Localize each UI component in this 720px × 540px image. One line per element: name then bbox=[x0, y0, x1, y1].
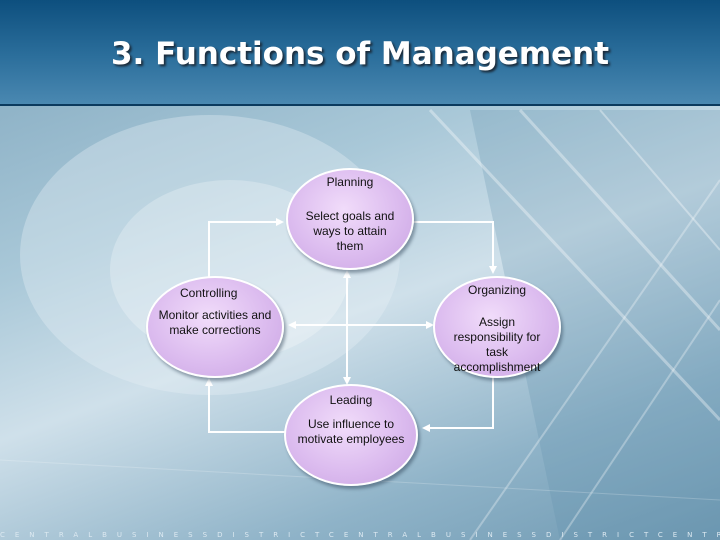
organizing-title: Organizing bbox=[467, 283, 527, 297]
organizing-description: Assign responsibility for task accomplis… bbox=[453, 315, 541, 374]
title-bar: 3. Functions of Management bbox=[0, 0, 720, 106]
controlling-node: Controlling Monitor activities and make … bbox=[146, 276, 284, 378]
controlling-description: Monitor activities and make corrections bbox=[158, 308, 272, 337]
organizing-node: Organizing Assign responsibility for tas… bbox=[433, 276, 561, 378]
leading-node: Leading Use influence to motivate employ… bbox=[284, 384, 418, 486]
leading-title: Leading bbox=[329, 393, 373, 407]
planning-title: Planning bbox=[326, 175, 374, 189]
arrow-controlling-to-planning bbox=[208, 218, 284, 282]
arrow-organizing-to-leading bbox=[422, 376, 494, 432]
arrow-planning-to-organizing bbox=[412, 221, 497, 274]
planning-description: Select goals and ways to attain them bbox=[305, 209, 395, 253]
planning-node: Planning Select goals and ways to attain… bbox=[286, 168, 414, 270]
controlling-title: Controlling bbox=[180, 286, 238, 300]
arrow-leading-to-controlling bbox=[205, 378, 285, 433]
slide-title: 3. Functions of Management bbox=[110, 36, 610, 72]
leading-description: Use influence to motivate employees bbox=[297, 417, 405, 446]
footer-watermark: CENTRALBUSINESSDISTRICTCENTRALBUSINESSDI… bbox=[0, 531, 720, 539]
